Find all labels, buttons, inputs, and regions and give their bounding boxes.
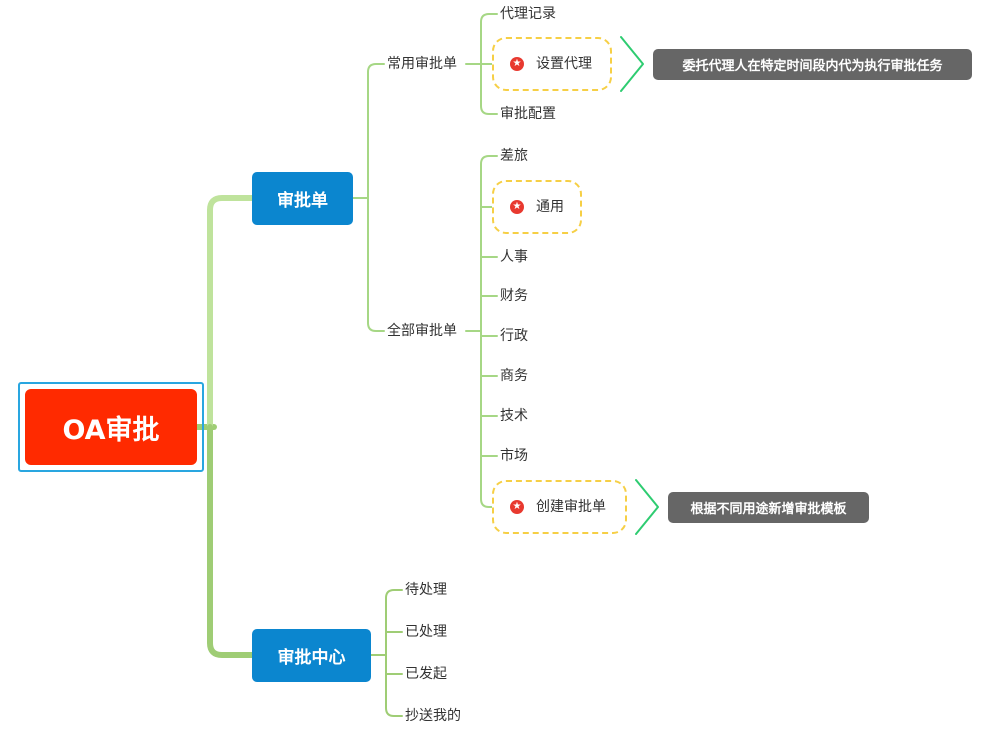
node-set-proxy-label: 设置代理 <box>536 56 592 72</box>
node-hr[interactable]: 人事 <box>500 249 528 265</box>
star-icon: ★ <box>510 200 524 214</box>
star-icon: ★ <box>510 500 524 514</box>
node-travel[interactable]: 差旅 <box>500 148 528 164</box>
node-marketing[interactable]: 市场 <box>500 448 528 464</box>
node-technology[interactable]: 技术 <box>500 408 528 424</box>
link-center-items <box>370 589 403 717</box>
node-general-label: 通用 <box>536 199 564 215</box>
callout-proxy-description: 委托代理人在特定时间段内代为执行审批任务 <box>653 49 972 80</box>
node-set-proxy[interactable]: ★ 设置代理 <box>492 37 612 91</box>
root-node-frame <box>18 382 204 472</box>
callout-bracket-create <box>635 479 659 535</box>
node-cc-to-me[interactable]: 抄送我的 <box>405 708 461 724</box>
node-all-forms[interactable]: 全部审批单 <box>387 323 457 339</box>
callout-create-description: 根据不同用途新增审批模板 <box>668 492 869 523</box>
star-icon: ★ <box>510 57 524 71</box>
link-forms-groups <box>352 63 385 332</box>
node-approval-config[interactable]: 审批配置 <box>500 106 556 122</box>
node-initiated[interactable]: 已发起 <box>405 666 447 682</box>
link-all-items <box>465 155 498 508</box>
callout-bracket-proxy <box>620 36 644 92</box>
node-approval-forms[interactable]: 审批单 <box>252 172 353 225</box>
node-proxy-records[interactable]: 代理记录 <box>500 6 556 22</box>
node-processed[interactable]: 已处理 <box>405 624 447 640</box>
link-common-items <box>465 13 498 115</box>
node-general[interactable]: ★ 通用 <box>492 180 582 234</box>
node-create-form-label: 创建审批单 <box>536 499 606 515</box>
trunk-to-approval-forms <box>207 195 255 430</box>
node-approval-center[interactable]: 审批中心 <box>252 629 371 682</box>
node-pending[interactable]: 待处理 <box>405 582 447 598</box>
trunk-to-approval-center <box>207 424 255 658</box>
node-create-form[interactable]: ★ 创建审批单 <box>492 480 627 534</box>
root-node[interactable]: OA审批 <box>25 389 197 465</box>
node-business[interactable]: 商务 <box>500 368 528 384</box>
node-admin[interactable]: 行政 <box>500 328 528 344</box>
node-finance[interactable]: 财务 <box>500 288 528 304</box>
node-common-forms[interactable]: 常用审批单 <box>387 56 457 72</box>
